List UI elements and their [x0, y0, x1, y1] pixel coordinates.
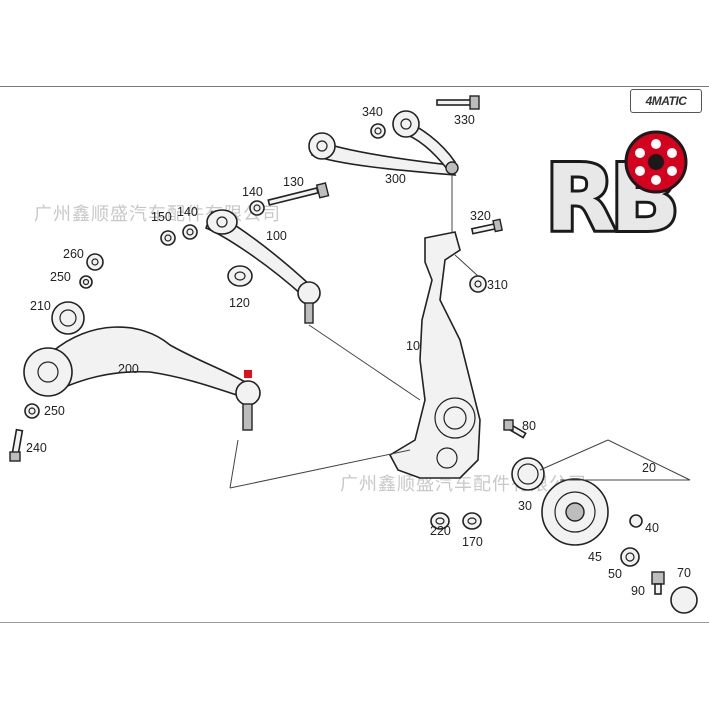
label-170: 170 — [462, 535, 483, 549]
seal-40 — [629, 514, 643, 528]
cap-70 — [670, 586, 698, 614]
rb-logo: RB — [542, 130, 688, 255]
bolt-130 — [267, 182, 330, 206]
nut-220 — [430, 512, 450, 530]
label-310: 310 — [487, 278, 508, 292]
bolt-90 — [651, 571, 665, 595]
label-50: 50 — [608, 567, 622, 581]
label-240: 240 — [26, 441, 47, 455]
label-20: 20 — [642, 461, 656, 475]
top-rule — [0, 86, 709, 87]
label-120: 120 — [229, 296, 250, 310]
bottom-rule — [0, 622, 709, 623]
label-210: 210 — [30, 299, 51, 313]
label-320: 320 — [470, 209, 491, 223]
label-250-lower: 250 — [44, 404, 65, 418]
washer-250-lower — [24, 403, 40, 419]
label-45: 45 — [588, 550, 602, 564]
dust-shield-30 — [511, 457, 545, 491]
label-90: 90 — [631, 584, 645, 598]
bushing-120 — [227, 265, 253, 287]
callout-labels: 340 330 300 140 130 150 140 100 320 120 … — [26, 105, 691, 598]
label-340: 340 — [362, 105, 383, 119]
nut-340 — [370, 123, 386, 139]
label-100: 100 — [266, 229, 287, 243]
label-200: 200 — [118, 362, 139, 376]
wheel-hub-bearing — [541, 478, 609, 546]
nut-50 — [620, 547, 640, 567]
tension-strut-100 — [204, 209, 321, 324]
nut-170 — [462, 512, 482, 530]
label-80: 80 — [522, 419, 536, 433]
label-140-lower: 140 — [177, 205, 198, 219]
label-70: 70 — [677, 566, 691, 580]
highlight-marker — [244, 370, 252, 378]
bushing-210 — [51, 301, 85, 335]
washer-140-upper — [249, 200, 265, 216]
label-330: 330 — [454, 113, 475, 127]
washer-140-lower — [182, 224, 198, 240]
label-220: 220 — [430, 524, 451, 538]
washer-250-upper — [79, 275, 93, 289]
lower-control-arm-200 — [23, 326, 261, 431]
nut-310 — [469, 275, 487, 293]
upper-control-arm — [308, 110, 459, 176]
steering-knuckle-10 — [388, 231, 481, 479]
label-260: 260 — [63, 247, 84, 261]
label-30: 30 — [518, 499, 532, 513]
4matic-badge: 4MATIC — [630, 89, 702, 113]
bolt-320 — [470, 218, 503, 235]
label-250-upper: 250 — [50, 270, 71, 284]
bolt-240 — [9, 428, 24, 462]
bolt-330 — [436, 95, 480, 110]
label-40: 40 — [645, 521, 659, 535]
nut-150 — [160, 230, 176, 246]
nut-260 — [86, 253, 104, 271]
label-300: 300 — [385, 172, 406, 186]
label-140-upper: 140 — [242, 185, 263, 199]
leader-lines — [229, 175, 691, 489]
bolt-80 — [503, 419, 527, 439]
label-150: 150 — [151, 210, 172, 224]
label-130: 130 — [283, 175, 304, 189]
label-10: 10 — [406, 339, 420, 353]
